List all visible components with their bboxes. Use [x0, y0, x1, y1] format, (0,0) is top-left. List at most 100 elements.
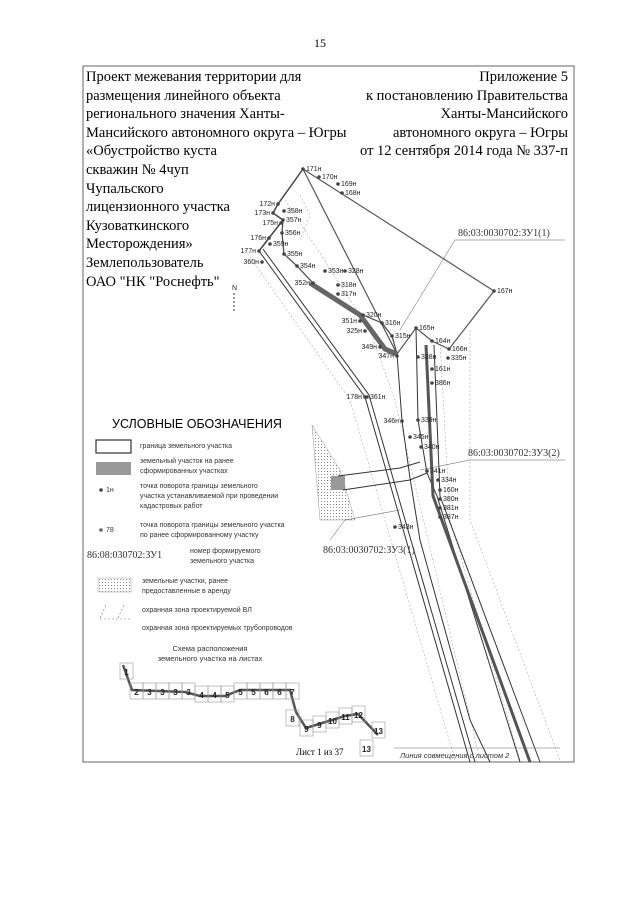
turn-point-marker: [363, 329, 367, 333]
turn-point-label: 339н: [421, 417, 437, 424]
turn-point-marker: [416, 418, 420, 422]
turn-point-label: 356н: [285, 230, 301, 237]
turn-point-label: 176н: [250, 235, 266, 242]
sheet-number-label: 3: [173, 688, 178, 697]
sheet-cell: [359, 739, 374, 757]
turn-point-label: 328н: [348, 268, 364, 275]
title-line: Месторождения»: [86, 236, 193, 253]
legend-title: УСЛОВНЫЕ ОБОЗНАЧЕНИЯ: [112, 417, 282, 431]
turn-point-label: 343н: [398, 524, 414, 531]
turn-point-label: 380н: [443, 496, 459, 503]
turn-point-label: 318н: [341, 282, 357, 289]
turn-point-label: 316н: [385, 320, 401, 327]
legend-point-new: 1н: [106, 487, 114, 494]
legend-text: кадастровых работ: [140, 502, 203, 510]
turn-point-marker: [267, 236, 271, 240]
turn-point-label: 338н: [421, 354, 437, 361]
legend-cad-example: 86:08:030702:ЗУ1: [87, 550, 162, 561]
legend-boundary-symbol: [95, 439, 132, 454]
title-line: размещения линейного объекта: [86, 87, 281, 104]
turn-point-marker: [271, 211, 275, 215]
sheet-number-label: 6: [277, 688, 282, 697]
turn-point-label: 172н: [259, 201, 275, 208]
cadastral-label: 86:03:0030702:ЗУ1(1): [458, 228, 550, 239]
turn-point-marker: [430, 367, 434, 371]
legend-text: точка поворота границы земельного участк…: [140, 522, 285, 529]
turn-point-marker: [380, 321, 384, 325]
appendix-line: от 12 сентября 2014 года № 337-п: [360, 143, 568, 160]
turn-point-marker: [390, 334, 394, 338]
turn-point-label: 386н: [435, 380, 451, 387]
legend-text: точка поворота границы земельного: [140, 483, 258, 490]
turn-point-marker: [336, 182, 340, 186]
turn-point-marker: [276, 202, 280, 206]
legend-text: участка устанавливаемой при проведении: [140, 492, 278, 500]
sheet-number-label: 13: [362, 745, 371, 754]
turn-point-marker: [400, 419, 404, 423]
turn-point-label: 166н: [452, 346, 468, 353]
title-line: «Обустройство куста: [86, 143, 217, 160]
sheet-number-label: 4: [199, 691, 204, 700]
turn-point-label: 351н: [341, 318, 357, 325]
title-line: Проект межевания территории для: [86, 69, 302, 85]
turn-point-label: 361н: [370, 394, 386, 401]
sheet-number-label: 9: [304, 725, 309, 734]
turn-point-label: 171н: [306, 166, 322, 173]
turn-point-label: 164н: [435, 338, 451, 345]
turn-point-marker: [425, 469, 429, 473]
turn-point-label: 387н: [443, 514, 459, 521]
legend-text: земельные участки, ранее: [142, 578, 228, 585]
sheet-number-label: 3: [147, 688, 152, 697]
turn-point-marker: [446, 356, 450, 360]
page-number: 15: [314, 36, 326, 50]
turn-point-label: 353н: [328, 268, 344, 275]
cadastral-label: 86:03:0030702:ЗУ3(2): [468, 448, 560, 459]
turn-point-label: 161н: [435, 366, 451, 373]
turn-point-label: 167н: [497, 288, 513, 295]
sheet-number-label: 3: [186, 688, 191, 697]
turn-point-label: 352н: [294, 280, 310, 287]
match-line-label: Линия совмещения с листом 2: [399, 751, 510, 760]
turn-point-marker: [395, 354, 399, 358]
sheet-number-label: 6: [264, 688, 269, 697]
turn-point-label: 177н: [240, 248, 256, 255]
turn-point-marker: [365, 395, 369, 399]
title-line: скважин № 4чуп: [86, 161, 189, 178]
turn-point-label: 360н: [243, 259, 259, 266]
turn-point-label: 173н: [254, 210, 270, 217]
legend-text: граница земельного участка: [140, 443, 232, 450]
legend-text: сформированных участках: [140, 468, 228, 475]
sheet-number-label: 11: [341, 713, 350, 722]
sheet-number-label: 1: [124, 668, 129, 677]
title-line: ОАО "НК "Роснефть": [86, 273, 220, 290]
sheet-number-label: 7: [290, 688, 295, 697]
sheet-number-label: 10: [328, 717, 337, 726]
cadastral-leaders: [329, 239, 565, 541]
legend-text: земельного участка: [190, 558, 254, 565]
sheet-cell: [351, 705, 366, 723]
title-line: Чупальского: [86, 180, 164, 197]
guard-zones: [244, 194, 561, 761]
turn-point-label: 340н: [424, 444, 440, 451]
legend-text: номер формируемого: [190, 548, 261, 555]
turn-point-marker: [336, 283, 340, 287]
turn-point-label: 170н: [322, 174, 338, 181]
map-frame: [82, 65, 575, 763]
turn-point-label: 347н: [378, 353, 394, 360]
turn-point-marker: [436, 478, 440, 482]
cadastral-label: 86:03:0030702:ЗУ3(1): [323, 545, 415, 556]
turn-point-label: 354н: [300, 263, 316, 270]
turn-point-label: 160н: [443, 487, 459, 494]
turn-point-label: 349н: [361, 344, 377, 351]
scheme-route: [121, 664, 379, 736]
legend-text: охранная зона проектируемых трубопроводо…: [142, 624, 293, 632]
appendix-line: автономного округа – Югры: [392, 124, 568, 141]
turn-point-marker: [438, 488, 442, 492]
legend-point-old-symbol: [99, 528, 103, 532]
scheme-title: земельного участка на листах: [158, 654, 263, 663]
sheet-number-label: 4: [212, 691, 217, 700]
